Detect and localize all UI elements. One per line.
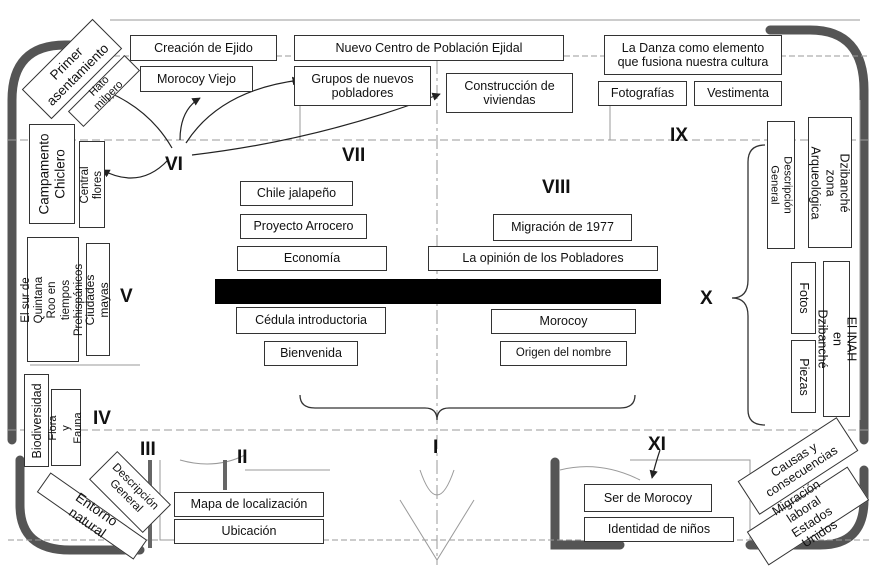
box-grupos-pobladores: Grupos de nuevos pobladores — [294, 66, 431, 106]
box-ubicacion: Ubicación — [174, 519, 324, 544]
box-ciudades-mayas: Ciudades mayas — [83, 243, 111, 356]
box-dzibanche: Dzibanché zona Arqueológica — [808, 117, 852, 248]
box-creacion-ejido: Creación de Ejido — [130, 35, 277, 61]
box-sur-quintana-roo: El sur de Quintana Roo en tiempos Prehis… — [20, 237, 85, 362]
arrows-VI — [101, 76, 441, 179]
box-origen-nombre: Origen del nombre — [500, 341, 627, 366]
brace-I — [299, 394, 636, 421]
box-mapa-localizacion: Mapa de localización — [174, 492, 324, 517]
box-inah-dzibanche: El INAH en Dzibanché — [815, 261, 858, 417]
box-bienvenida: Bienvenida — [264, 341, 358, 366]
section-label-IX: IX — [670, 125, 688, 146]
box-cedula-introductoria: Cédula introductoria — [236, 307, 386, 334]
section-label-III: III — [140, 439, 156, 460]
section-label-V: V — [120, 286, 133, 307]
outer-walls — [7, 25, 869, 555]
box-chile-jalapeno: Chile jalapeño — [240, 181, 353, 206]
box-migracion-1977: Migración de 1977 — [493, 214, 632, 241]
section-label-VII: VII — [342, 145, 366, 166]
box-fotografias: Fotografías — [598, 81, 687, 106]
box-identidad-ninos: Identidad de niños — [584, 517, 734, 542]
section-label-II: II — [237, 447, 248, 468]
box-morocoy: Morocoy — [491, 309, 636, 334]
box-piezas: Piezas — [791, 340, 816, 413]
box-biodiversidad: Biodiversidad — [24, 374, 49, 467]
center-black-bar — [215, 279, 661, 304]
section-label-IV: IV — [93, 408, 111, 429]
brace-X — [731, 144, 766, 426]
section-label-XI: XI — [648, 434, 666, 455]
section-label-VIII: VIII — [542, 177, 571, 198]
box-central-flores: Central flores — [79, 141, 105, 228]
box-morocoy-viejo: Morocoy Viejo — [140, 66, 253, 92]
box-campamento-chiclero: Campamento Chiclero — [29, 124, 75, 224]
box-danza: La Danza como elemento que fusiona nuest… — [604, 35, 782, 75]
section-label-X: X — [700, 288, 713, 309]
box-vestimenta: Vestimenta — [694, 81, 782, 106]
section-label-I: I — [433, 437, 439, 458]
box-flora-fauna: Flora y Fauna — [47, 389, 84, 466]
arrow-XI — [649, 449, 661, 479]
box-descripcion-general-ix: Descripción General — [767, 121, 795, 249]
box-fotos: Fotos — [791, 262, 816, 334]
box-economia: Economía — [237, 246, 387, 271]
box-nuevo-centro: Nuevo Centro de Población Ejidal — [294, 35, 564, 61]
box-proyecto-arrocero: Proyecto Arrocero — [240, 214, 367, 239]
section-label-VI: VI — [165, 154, 183, 175]
box-construccion-viviendas: Construcción de viviendas — [446, 73, 573, 113]
box-opinion-pobladores: La opinión de los Pobladores — [428, 246, 658, 271]
box-ser-morocoy: Ser de Morocoy — [584, 484, 712, 512]
